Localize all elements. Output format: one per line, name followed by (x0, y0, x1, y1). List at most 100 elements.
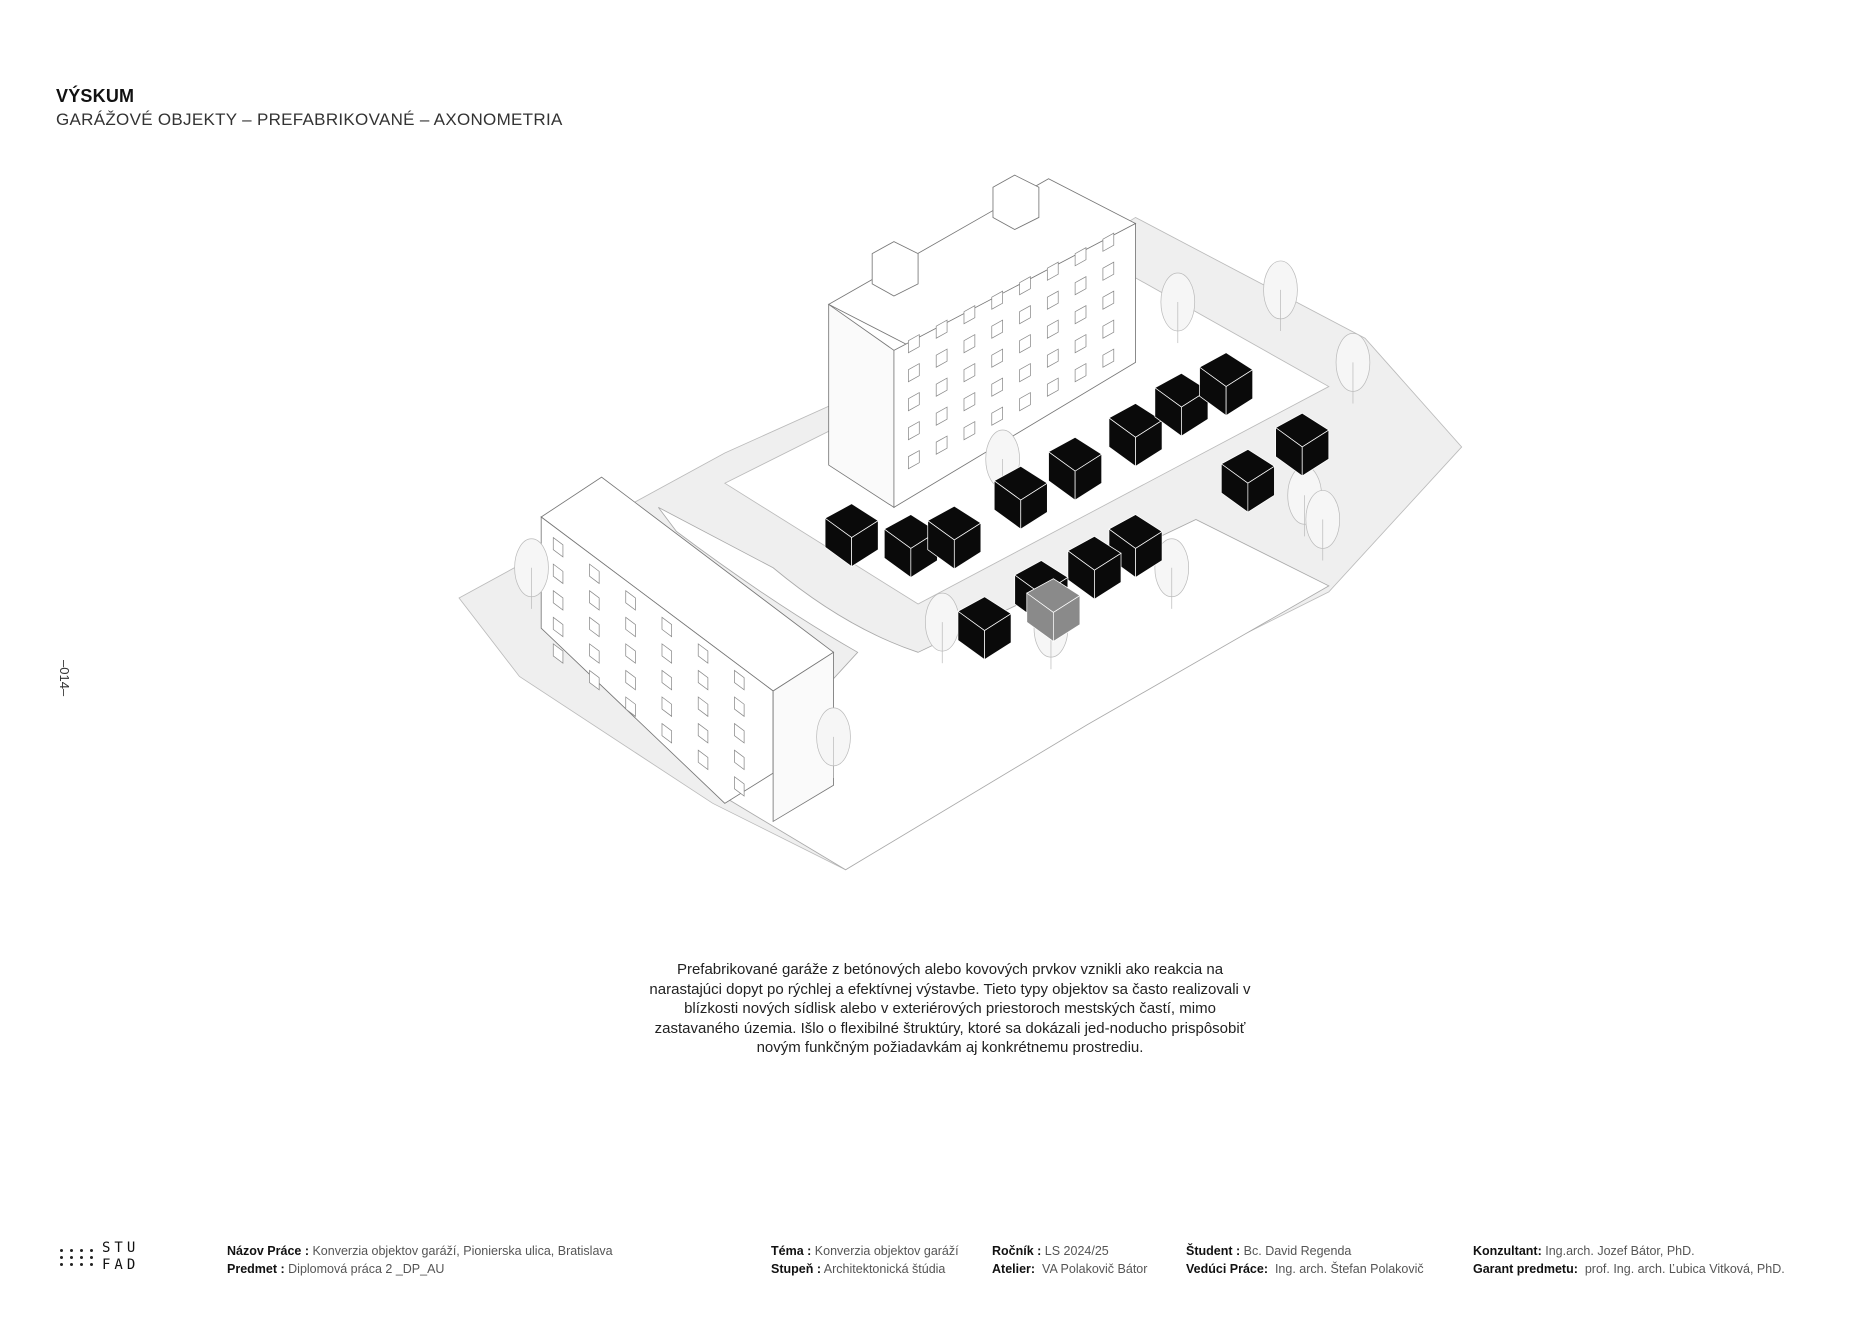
page-subtitle: GARÁŽOVÉ OBJEKTY – PREFABRIKOVANÉ – AXON… (56, 110, 563, 129)
window (1019, 391, 1031, 412)
window (552, 589, 564, 611)
window (908, 334, 920, 354)
supervisor: Ing. arch. Štefan Polakovič (1274, 1262, 1424, 1276)
logo-line2: FAD (102, 1257, 140, 1273)
consultant: Ing.arch. Jozef Bátor, PhD. (1545, 1244, 1695, 1258)
window (589, 643, 600, 664)
window (625, 589, 636, 611)
window (552, 616, 564, 638)
window (697, 643, 709, 664)
stu-fad-logo: STU FAD (60, 1240, 139, 1274)
window (661, 616, 673, 638)
window (734, 696, 745, 718)
window (935, 319, 948, 339)
footer-col-student: Študent : Bc. David Regenda Vedúci Práce… (1186, 1242, 1424, 1278)
garage-front (1225, 368, 1254, 417)
window (991, 290, 1004, 310)
window (552, 536, 564, 558)
subject: Diplomová práca 2 _DP_AU (288, 1262, 445, 1276)
window (697, 669, 709, 691)
window (991, 377, 1004, 397)
work-title: Konverzia objektov garáží, Pionierska ul… (312, 1244, 613, 1258)
window (963, 305, 976, 325)
window (661, 669, 673, 691)
label: Téma : (771, 1244, 812, 1258)
window (697, 696, 709, 718)
label: Študent : (1186, 1244, 1241, 1258)
window (625, 616, 636, 638)
studio: VA Polakovič Bátor (1042, 1262, 1148, 1276)
window (1046, 377, 1059, 397)
window (1046, 261, 1059, 281)
window (1074, 362, 1087, 383)
window (661, 722, 673, 744)
student: Bc. David Regenda (1243, 1244, 1352, 1258)
window (1074, 247, 1087, 267)
window (734, 669, 745, 691)
label: Stupeň : (771, 1262, 821, 1276)
garage-front (953, 522, 982, 570)
window (1074, 334, 1087, 354)
garage-front (1135, 419, 1163, 467)
garage-front (1247, 465, 1275, 513)
label: Konzultant: (1473, 1244, 1542, 1258)
stage: Architektonická štúdia (823, 1262, 946, 1276)
window (697, 749, 709, 771)
window (1046, 348, 1059, 368)
window (625, 643, 636, 664)
garage-front (1301, 429, 1330, 477)
window (589, 616, 600, 638)
label: Atelier: (992, 1262, 1036, 1276)
window (963, 334, 976, 354)
garage-front (1074, 453, 1103, 501)
window (552, 643, 564, 664)
theme: Konverzia objektov garáží (814, 1244, 959, 1258)
window (1074, 276, 1087, 296)
window (734, 722, 745, 744)
window (963, 362, 976, 383)
window (734, 749, 745, 771)
window (625, 669, 636, 691)
label: Ročník : (992, 1244, 1042, 1258)
window (908, 362, 920, 383)
footer-col-theme: Téma : Konverzia objektov garáží Stupeň … (771, 1242, 959, 1278)
window (1046, 290, 1059, 310)
window (1019, 362, 1031, 383)
window (991, 406, 1004, 426)
window (991, 348, 1004, 368)
page-title: VÝSKUM (56, 86, 135, 106)
garage-front (1094, 552, 1122, 600)
label: Garant predmetu: (1473, 1262, 1578, 1276)
garage-front (1181, 389, 1209, 437)
window (935, 406, 948, 426)
window (589, 589, 600, 611)
footer-col-work: Názov Práce : Konverzia objektov garáží,… (227, 1242, 613, 1278)
window (1102, 319, 1115, 339)
window (1019, 276, 1031, 296)
label: Predmet : (227, 1262, 285, 1276)
garage-front (1135, 530, 1163, 579)
logo-line1: STU (102, 1240, 140, 1256)
window (991, 319, 1004, 339)
window (908, 420, 920, 441)
window (1019, 305, 1031, 325)
window (908, 449, 920, 470)
garage-front (1053, 594, 1081, 643)
window (661, 696, 673, 718)
window (1102, 232, 1115, 252)
window (963, 391, 976, 412)
window (552, 563, 564, 585)
window (697, 722, 709, 744)
logo-dots-icon (60, 1248, 96, 1266)
window (1019, 334, 1031, 354)
window (661, 643, 673, 664)
garage-front (1020, 482, 1048, 530)
window (935, 348, 948, 368)
window (589, 563, 600, 585)
window (589, 669, 600, 691)
label: Vedúci Práce: (1186, 1262, 1268, 1276)
garage-front (984, 613, 1012, 661)
window (935, 435, 948, 455)
window (625, 696, 636, 718)
